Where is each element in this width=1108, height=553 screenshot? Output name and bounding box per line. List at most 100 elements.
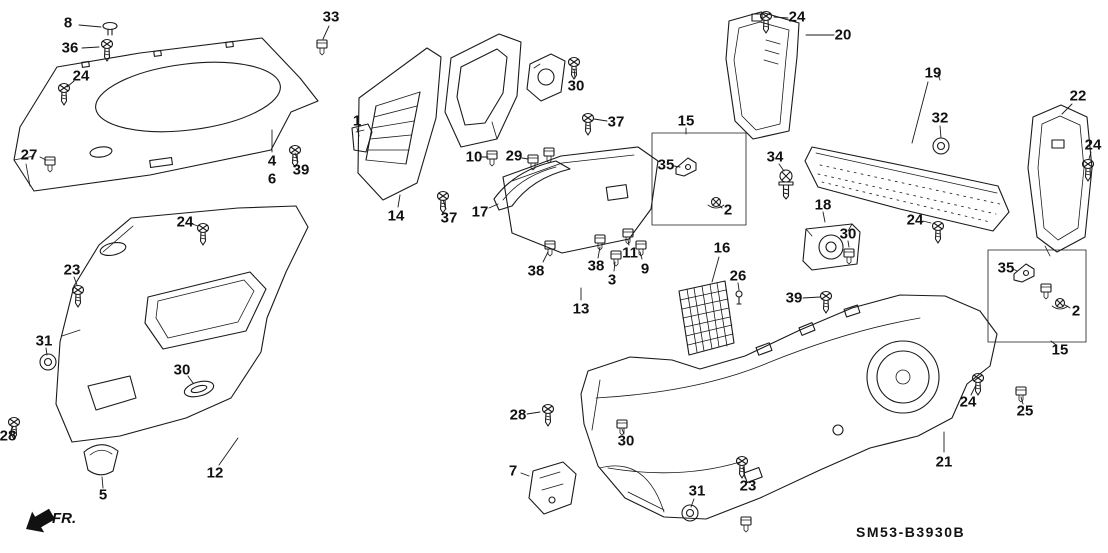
leader-line xyxy=(802,296,821,299)
leader-line xyxy=(911,81,929,144)
leader-line xyxy=(191,223,199,227)
part-bracket-18 xyxy=(802,223,861,271)
leader-line xyxy=(639,251,643,260)
part-corner-piece-1 xyxy=(351,123,373,153)
leader-line xyxy=(937,73,941,81)
part-right-quarter-trim-21 xyxy=(580,294,998,520)
part-window-garnish xyxy=(444,33,522,148)
clip-25 xyxy=(1015,386,1027,403)
leader-line xyxy=(922,220,932,224)
leader-line xyxy=(593,118,608,122)
leader-line xyxy=(718,204,723,209)
leader-line xyxy=(773,16,789,19)
leader-line xyxy=(690,498,695,508)
clip-35 xyxy=(1040,283,1052,300)
leader-line xyxy=(847,240,850,248)
fr-arrow xyxy=(26,508,55,533)
fr-direction-label: FR. xyxy=(52,510,77,527)
leader-line xyxy=(488,203,499,209)
screw-23 xyxy=(71,284,85,308)
leader-line xyxy=(621,428,625,435)
leader-line xyxy=(573,68,576,79)
leader-line xyxy=(627,239,630,246)
leader-line xyxy=(356,127,360,137)
part-sill-garnish-19 xyxy=(804,146,1010,232)
clip-30 xyxy=(616,419,628,436)
leader-line xyxy=(711,256,720,283)
screw-37 xyxy=(581,112,595,136)
screw-39 xyxy=(288,144,302,168)
screw-28 xyxy=(7,416,21,440)
leader-line xyxy=(970,384,977,396)
clip-3 xyxy=(610,250,622,267)
leader-line xyxy=(1020,396,1024,405)
fastener-2 xyxy=(707,196,725,209)
clip-30 xyxy=(843,248,855,265)
pin-26 xyxy=(735,290,743,305)
part-pillar-trim-20 xyxy=(725,11,800,140)
leader-line xyxy=(822,211,826,223)
leader-line xyxy=(39,156,47,161)
clip-27 xyxy=(44,156,56,173)
leader-line xyxy=(1012,268,1018,272)
part-speaker-grille-16 xyxy=(678,280,735,356)
leader-line xyxy=(1061,103,1073,115)
screw-24 xyxy=(931,220,945,244)
leader-line xyxy=(294,152,299,163)
screw-37 xyxy=(436,190,450,214)
fastener-2 xyxy=(1051,297,1069,310)
leader-line xyxy=(73,276,78,286)
screw-23 xyxy=(735,455,749,479)
leader-line xyxy=(778,163,785,172)
clip-9 xyxy=(635,240,647,257)
leader-line xyxy=(78,24,102,28)
leader-line xyxy=(737,282,740,291)
leader-line-layer xyxy=(10,16,1092,508)
bracket-35 xyxy=(1013,263,1035,283)
leader-line xyxy=(101,476,104,489)
leader-line xyxy=(81,46,100,49)
screw-24 xyxy=(196,222,210,246)
leader-line xyxy=(521,157,529,160)
hardware-layer xyxy=(7,10,1095,533)
leader-line xyxy=(218,437,239,466)
screw-30 xyxy=(567,56,581,80)
leader-line xyxy=(10,426,14,431)
part-cap-5 xyxy=(83,444,119,476)
leader-line xyxy=(613,261,616,272)
screw-39 xyxy=(819,290,833,314)
part-pillar-trim-22 xyxy=(1027,104,1093,257)
leader-line xyxy=(45,347,48,356)
grommet-31 xyxy=(39,353,57,371)
leader-line xyxy=(597,246,601,259)
leader-line xyxy=(187,375,194,384)
leader-line xyxy=(66,80,75,88)
part-small-panel-30 xyxy=(526,53,566,102)
part-corner-bracket-7 xyxy=(528,461,577,515)
leader-line xyxy=(397,194,401,208)
screw-24 xyxy=(971,372,985,396)
clip-38 xyxy=(544,240,556,257)
leader-line xyxy=(542,251,549,263)
part-trim-strip-17 xyxy=(493,160,571,211)
leader-line xyxy=(520,472,530,477)
leader-line xyxy=(526,411,541,415)
leader-line xyxy=(742,466,746,479)
clip-8 xyxy=(102,21,118,36)
leader-line xyxy=(1050,340,1057,346)
diagram-code: SM53-B3930B xyxy=(856,524,966,540)
part-strap-30 xyxy=(183,380,215,398)
clip-bottom xyxy=(740,516,752,533)
part-pillar-vent-14 xyxy=(357,47,442,201)
clip-10 xyxy=(486,150,498,167)
bolt-34 xyxy=(778,169,794,200)
leader-line xyxy=(939,125,942,139)
subassembly-box-15-right xyxy=(987,249,1087,343)
part-rear-shelf-4-6 xyxy=(13,37,319,192)
leader-line xyxy=(1064,304,1071,309)
grommet-32 xyxy=(932,137,950,155)
leader-line xyxy=(322,25,330,40)
screw-28 xyxy=(541,403,555,427)
